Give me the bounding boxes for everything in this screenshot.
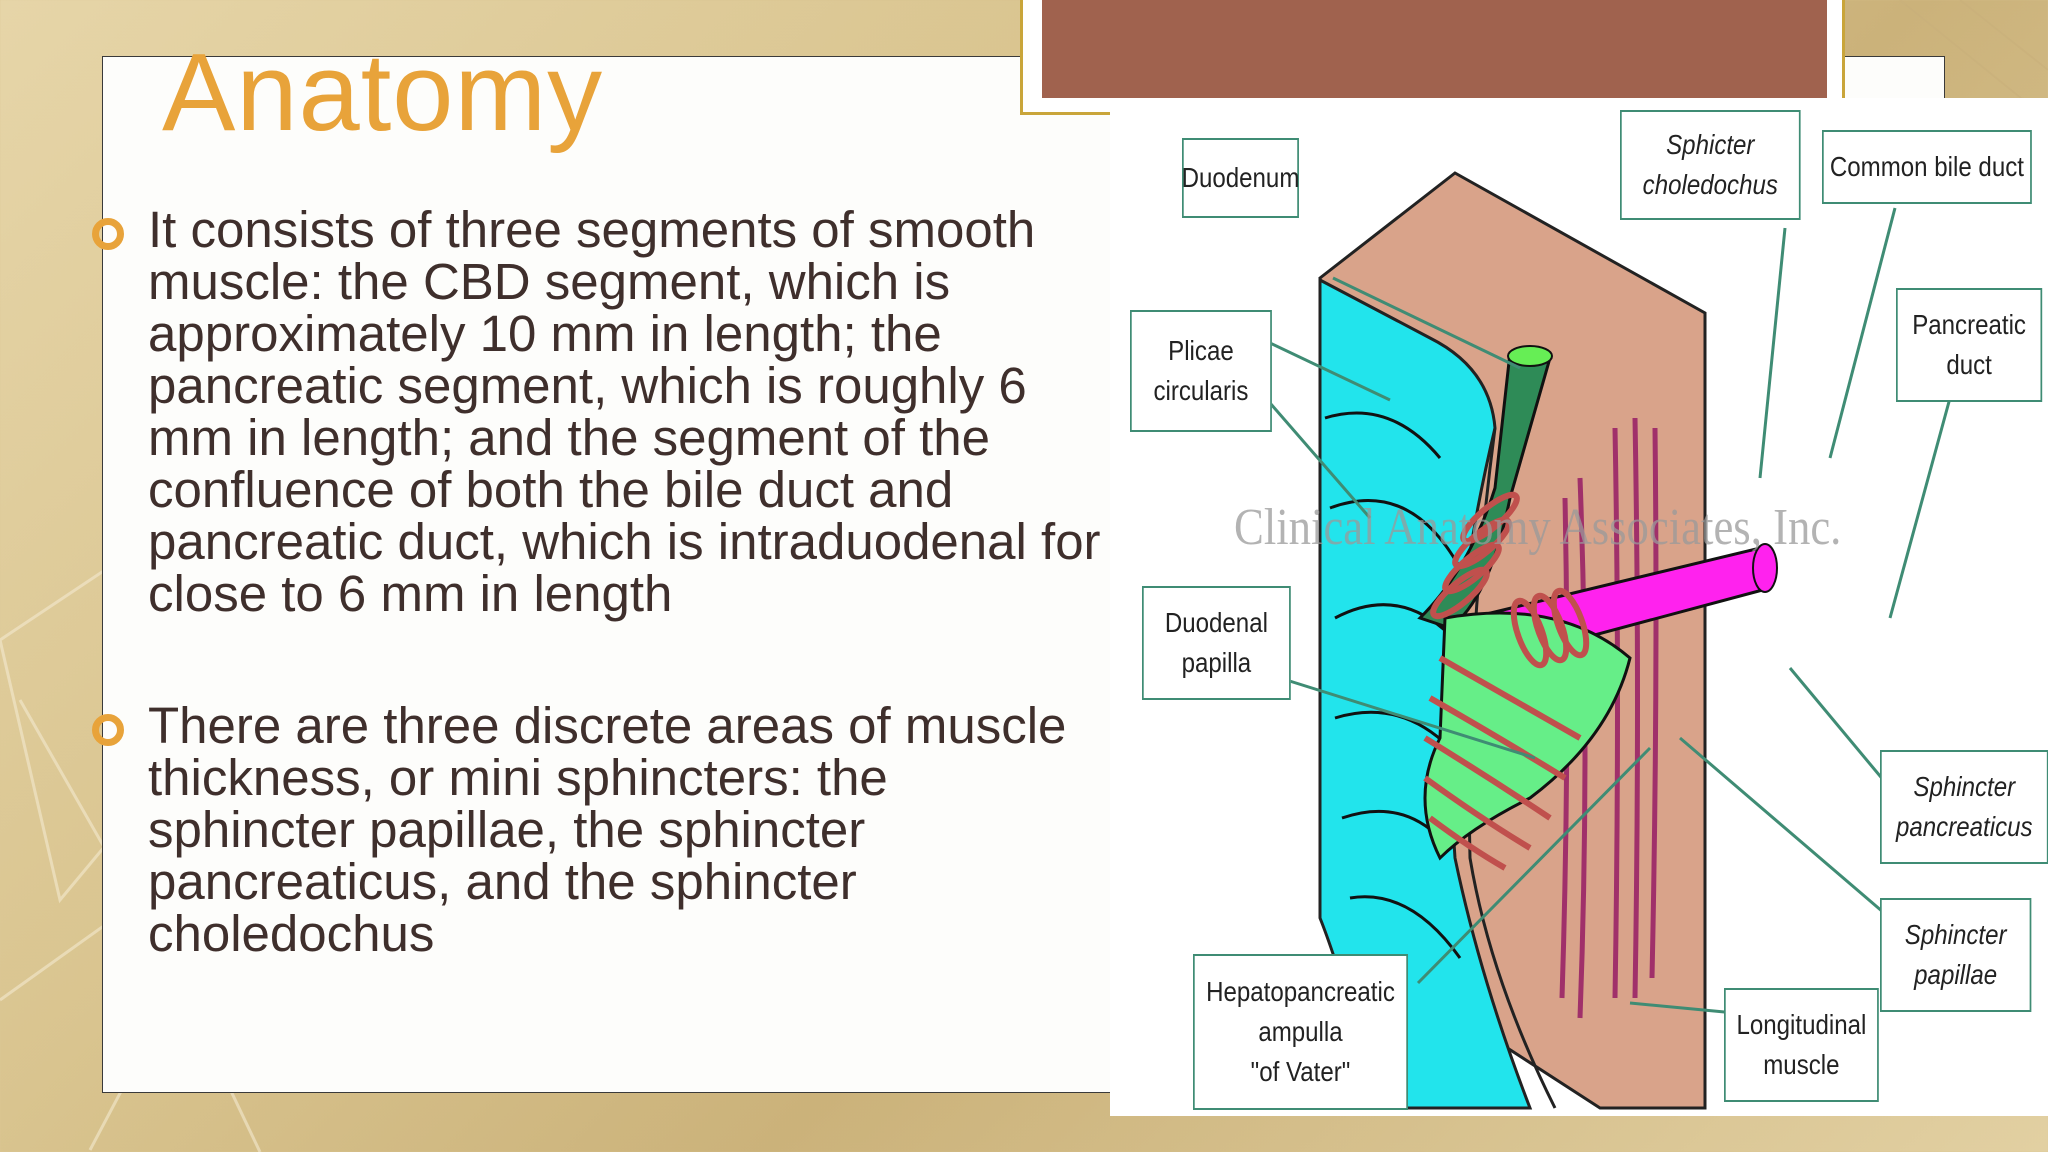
label-pancreatic-duct: Pancreatic duct <box>1896 288 2043 402</box>
anatomy-illustration <box>1268 171 1952 1110</box>
ampulla-shape <box>1423 611 1632 861</box>
label-common-bile-duct: Common bile duct <box>1822 130 2032 204</box>
bullet-ring-icon <box>92 714 124 746</box>
label-sphincter-papillae: Sphincter papillae <box>1880 898 2032 1012</box>
bullet-ring-icon <box>92 218 124 250</box>
watermark: Clinical Anatomy Associates, Inc. <box>1234 499 1842 556</box>
sphincter-muscle-rings <box>1423 491 1590 871</box>
bullet-text: It consists of three segments of smooth … <box>148 201 1101 622</box>
label-duodenal-papilla: Duodenal papilla <box>1142 586 1291 700</box>
slide-title: Anatomy <box>162 31 604 154</box>
leader-lines <box>1268 207 1952 1015</box>
label-plicae-circularis: Plicae circularis <box>1130 310 1272 432</box>
bullet-list: It consists of three segments of smooth … <box>92 204 1102 960</box>
bullet-text: There are three discrete areas of muscle… <box>148 697 1067 962</box>
label-sphicter-choledochus: Sphicter choledochus <box>1620 110 1801 220</box>
label-duodenum: Duodenum <box>1182 138 1299 218</box>
common-bile-duct-opening <box>1507 345 1553 367</box>
pancreatic-duct-opening <box>1752 543 1778 593</box>
label-longitudinal-muscle: Longitudinal muscle <box>1724 988 1879 1102</box>
label-hepatopancreatic-ampulla: Hepatopancreatic ampulla "of Vater" <box>1193 954 1408 1110</box>
bullet-item: There are three discrete areas of muscle… <box>92 700 1102 960</box>
bullet-item: It consists of three segments of smooth … <box>92 204 1102 620</box>
anatomy-figure: Clinical Anatomy Associates, Inc. Duoden… <box>1110 98 2048 1116</box>
label-sphincter-pancreaticus: Sphincter pancreaticus <box>1880 750 2048 864</box>
accent-bar <box>1042 0 1827 98</box>
